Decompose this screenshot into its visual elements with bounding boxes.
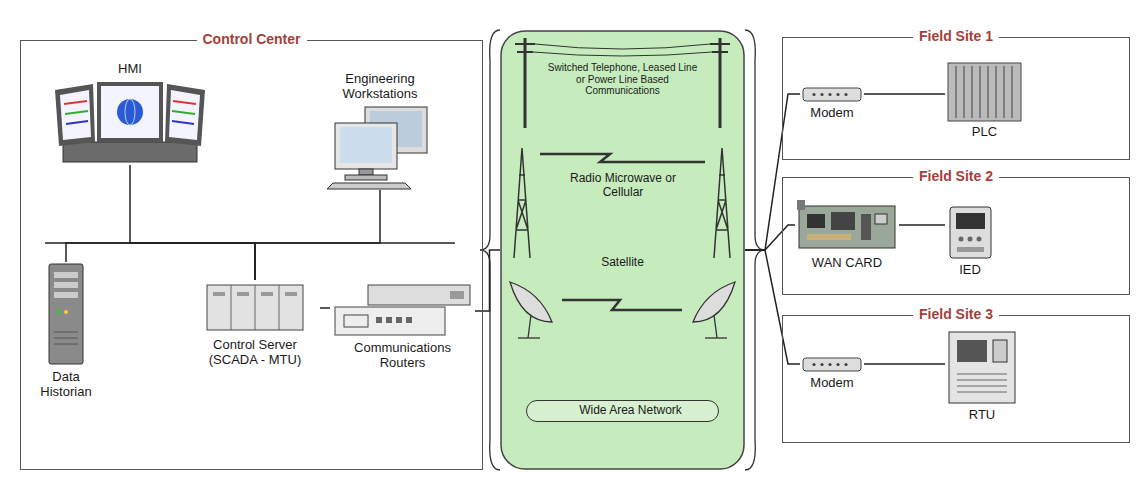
- device-icon: [948, 205, 993, 260]
- device-node: PLC: [945, 62, 1024, 140]
- site-frame: Control CenterHMIEngineering Workstation…: [20, 40, 483, 470]
- network-link: [864, 363, 945, 365]
- device-icon: [947, 330, 1017, 405]
- device-icon: [55, 80, 205, 165]
- site-frame: Field Site 3ModemRTU: [782, 315, 1130, 443]
- network-link: [255, 190, 380, 280]
- network-link: [130, 165, 255, 280]
- network-pill: Wide Area Network: [526, 400, 719, 422]
- medium-label: Satellite: [560, 256, 685, 270]
- device-icon: [205, 280, 305, 335]
- device-label: Modem: [810, 376, 853, 391]
- device-icon: [325, 105, 435, 190]
- wan-cloud: Switched Telephone, Leased Line or Power…: [500, 30, 745, 470]
- device-node: Modem: [800, 85, 864, 121]
- device-label: Data Historian: [26, 370, 106, 400]
- network-link: [66, 243, 255, 280]
- device-label: Communications Routers: [348, 341, 458, 371]
- device-icon: [802, 85, 862, 103]
- device-node: Communications Routers: [330, 283, 475, 371]
- device-label: RTU: [969, 408, 995, 423]
- device-node: RTU: [945, 330, 1019, 423]
- device-label: PLC: [972, 125, 997, 140]
- site-frame: Field Site 1ModemPLC: [782, 37, 1130, 160]
- device-label: HMI: [118, 62, 142, 77]
- network-link: [899, 224, 945, 226]
- device-icon: [41, 262, 91, 367]
- device-icon: [802, 355, 862, 373]
- device-label: IED: [959, 263, 981, 278]
- device-node: WAN CARD: [795, 198, 899, 271]
- device-label: Modem: [810, 106, 853, 121]
- device-label: Engineering Workstations: [325, 72, 435, 102]
- frame-title: Field Site 1: [913, 28, 999, 44]
- frame-title: Field Site 2: [913, 168, 999, 184]
- frame-title: Field Site 3: [913, 306, 999, 322]
- network-link: [745, 250, 800, 364]
- device-node: Engineering Workstations: [320, 72, 440, 190]
- medium-label: Radio Microwave or Cellular: [568, 172, 678, 200]
- device-label: WAN CARD: [812, 256, 882, 271]
- network-link: [475, 250, 500, 311]
- device-node: Modem: [800, 355, 864, 391]
- device-node: HMI: [50, 62, 210, 165]
- network-link: [320, 307, 330, 309]
- network-link: [745, 94, 800, 250]
- device-icon: [947, 62, 1022, 122]
- site-frame: Field Site 2WAN CARDIED: [782, 177, 1130, 295]
- frame-title: Control Center: [197, 31, 307, 47]
- device-label: Control Server (SCADA - MTU): [193, 338, 318, 368]
- network-link: [864, 93, 945, 95]
- network-link: [745, 225, 795, 250]
- device-icon: [797, 198, 897, 253]
- device-icon: [330, 283, 475, 338]
- device-node: IED: [945, 205, 995, 278]
- device-node: Data Historian: [25, 262, 107, 400]
- device-node: Control Server (SCADA - MTU): [190, 280, 320, 368]
- medium-label: Switched Telephone, Leased Line or Power…: [545, 62, 700, 97]
